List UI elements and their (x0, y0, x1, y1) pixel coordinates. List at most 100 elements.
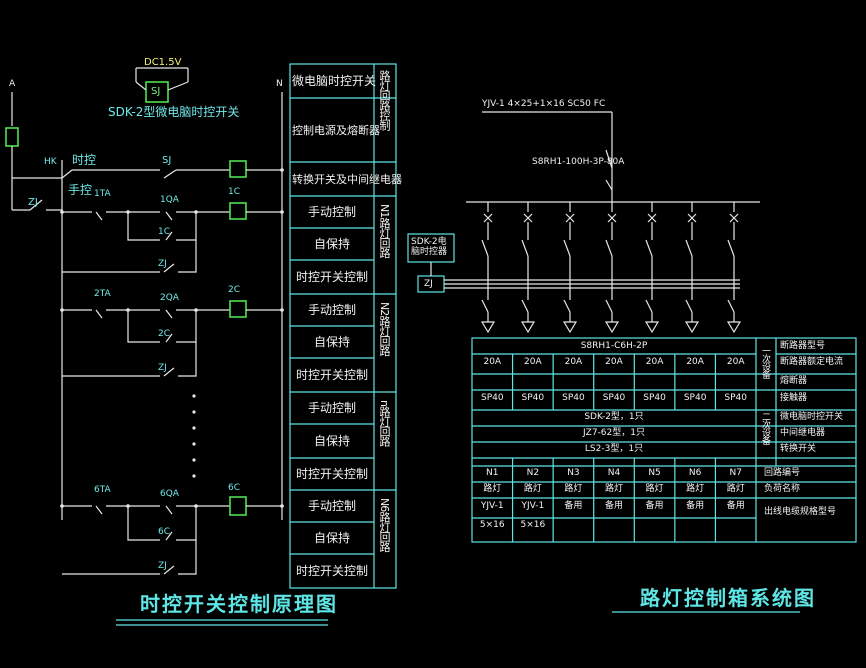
stop-button-6: 6TA (94, 485, 111, 495)
sizes-cell-1: 5×16 (479, 520, 505, 530)
aux-contact-2: 2C (158, 329, 171, 339)
cables-cell-7: 备用 (726, 501, 745, 511)
cables-cell-5: 备用 (645, 501, 664, 511)
branch-circuit-3 (562, 202, 578, 334)
loads-cell-1: 路灯 (483, 484, 502, 494)
loads-cell-6: 路灯 (686, 484, 705, 494)
loads-cell-7: 路灯 (726, 484, 745, 494)
start-button-6: 6QA (160, 489, 179, 499)
aux-contact-1: 1C (158, 227, 171, 237)
phase-a-label: A (9, 79, 16, 89)
start-button-2: 2QA (160, 293, 179, 303)
neutral-label: N (276, 79, 283, 89)
side-label-4: N6路灯回路 (378, 498, 391, 552)
cables-cell-4: 备用 (604, 501, 623, 511)
contactors-cell-2: SP40 (521, 393, 545, 403)
breaker-type: S8RH1-C6H-2P (580, 341, 648, 351)
stop-button-1: 1TA (94, 189, 111, 199)
loads-cell-2: 路灯 (523, 484, 542, 494)
shared-row-1: SDK-2型，1只 (584, 412, 644, 422)
function-row-10: 自保持 (313, 434, 350, 448)
time-control-label: 时控 (72, 153, 97, 167)
function-row-12: 手动控制 (307, 499, 356, 513)
contactors-cell-7: SP40 (724, 393, 747, 403)
contactors-cell-3: SP40 (562, 393, 585, 403)
cables-cell-3: 备用 (564, 501, 583, 511)
function-row-5: 时控开关控制 (295, 270, 368, 284)
side-label-1: N1路灯回路 (378, 204, 391, 258)
contactors-cell-4: SP40 (602, 393, 626, 403)
sj-box-label: SJ (151, 86, 161, 97)
circuits-cell-3: N3 (567, 468, 580, 478)
function-row-8: 时控开关控制 (295, 368, 368, 382)
loads-cell-3: 路灯 (564, 484, 583, 494)
contactors-cell-5: SP40 (643, 393, 666, 403)
dc-supply-label: DC1.5V (144, 57, 182, 68)
legend-row-0: 断路器型号 (780, 341, 826, 351)
function-row-14: 时控开关控制 (295, 564, 368, 578)
hk-label: HK (44, 157, 57, 167)
function-row-13: 自保持 (313, 531, 350, 545)
cables-cell-6: 备用 (686, 501, 705, 511)
sizes-cell-2: 5×16 (520, 520, 546, 530)
zj-contact-1: ZJ (158, 259, 167, 269)
legend-row-7: 回路编号 (764, 468, 801, 478)
legend-row-1: 断路器额定电流 (780, 357, 844, 367)
legend-row-4: 微电脑时控开关 (780, 412, 844, 422)
side-label-2: N2路灯回路 (378, 302, 391, 356)
branch-circuit-7 (726, 202, 742, 334)
function-row-3: 手动控制 (307, 205, 356, 219)
cables-cell-1: YJV-1 (480, 501, 504, 511)
legend-row-6: 转换开关 (780, 444, 817, 454)
contactors-cell-6: SP40 (683, 393, 707, 403)
contactor-coil-1: 1C (228, 187, 241, 197)
incoming-cable-label: YJV-1 4×25+1×16 SC50 FC (482, 99, 606, 109)
contactors-cell-1: SP40 (480, 393, 504, 403)
cables-cell-2: YJV-1 (521, 501, 545, 511)
circuits-cell-4: N4 (607, 468, 621, 478)
legend-row-9: 出线电缆规格型号 (764, 507, 837, 517)
ratings-cell-7: 20A (726, 357, 745, 367)
ratings-cell-1: 20A (483, 357, 502, 367)
circuits-cell-6: N6 (688, 468, 702, 478)
group-secondary-label: 二次设备 (760, 412, 770, 444)
circuits-cell-2: N2 (526, 468, 540, 478)
sj-contact-label: SJ (162, 155, 172, 166)
zj-relay-label: ZJ (424, 279, 433, 289)
branch-circuit-2 (520, 202, 536, 334)
manual-control-label: 手控 (68, 183, 93, 197)
branch-circuit-6 (684, 202, 700, 334)
right-diagram-title: 路灯控制箱系统图 (640, 586, 816, 610)
left-diagram-title: 时控开关控制原理图 (140, 592, 338, 616)
circuits-cell-5: N5 (648, 468, 661, 478)
function-row-1: 控制电源及熔断器 (292, 123, 380, 137)
loads-cell-5: 路灯 (645, 484, 664, 494)
circuits-cell-1: N1 (486, 468, 499, 478)
legend-row-5: 中间继电器 (780, 428, 826, 438)
legend-row-8: 负荷名称 (764, 484, 801, 494)
ratings-cell-3: 20A (564, 357, 583, 367)
shared-row-2: JZ7-62型，1只 (583, 428, 645, 438)
side-label-0: 路灯回路控制 (378, 70, 391, 130)
aux-contact-6: 6C (158, 527, 171, 537)
shared-row-3: LS2-3型，1只 (584, 444, 644, 454)
main-breaker-label: S8RH1-100H-3P-80A (532, 157, 625, 167)
function-row-11: 时控开关控制 (295, 467, 368, 481)
function-row-9: 手动控制 (307, 401, 356, 415)
function-row-2: 转换开关及中间继电器 (292, 172, 402, 186)
timer-name: SDK-2型微电脑时控开关 (108, 105, 240, 119)
contactor-coil-2: 2C (228, 285, 241, 295)
zj-contact-6: ZJ (158, 561, 167, 571)
zj-contact-2: ZJ (158, 363, 167, 373)
side-label-3: n路灯回路 (378, 400, 391, 446)
ratings-cell-4: 20A (605, 357, 623, 367)
legend-row-2: 熔断器 (780, 376, 808, 386)
function-row-0: 微电脑时控开关 (292, 74, 377, 88)
branch-circuit-1 (480, 202, 496, 334)
zj-contact-label: ZJ (28, 197, 38, 208)
function-row-7: 自保持 (313, 335, 350, 349)
function-row-4: 自保持 (313, 237, 350, 251)
circuits-cell-7: N7 (729, 468, 742, 478)
branch-circuit-5 (644, 202, 660, 334)
